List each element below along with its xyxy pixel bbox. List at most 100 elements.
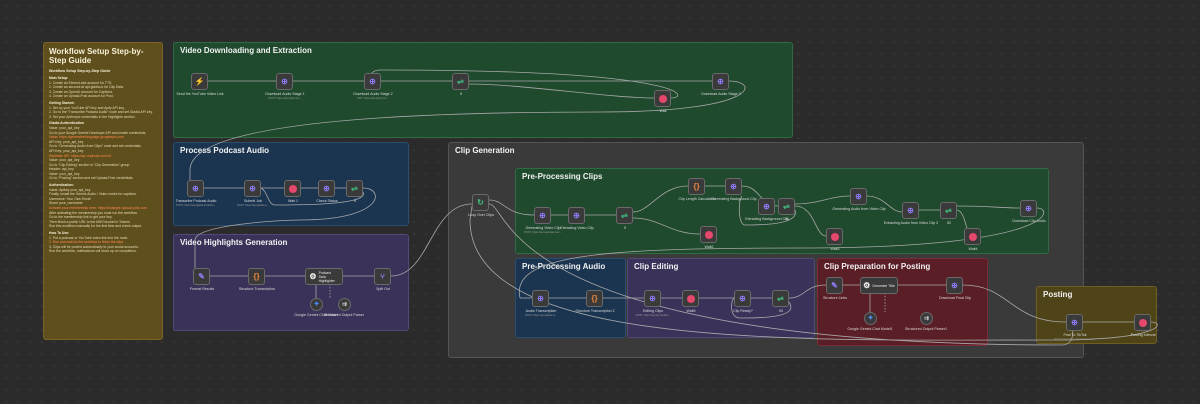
node-split-out[interactable]: ⑂ [374,268,391,285]
node-label: Send the YouTube Video Link [176,92,224,96]
node-if-3[interactable]: ⇌ [616,207,633,224]
if-branch-icon: ⇌ [945,205,952,215]
node-loop-clips[interactable]: ↻ [472,194,489,211]
node-label: Check Status [316,199,338,203]
node-ext-bg-clip[interactable]: ⊕ [758,198,775,215]
node-if-1[interactable]: ⇌ [452,73,469,90]
globe-icon: ⊕ [1071,317,1078,327]
node-download-audio-3[interactable]: ⊕ [712,73,729,90]
if-branch-icon: ⇌ [457,76,464,86]
node-download-final[interactable]: ⊕ [946,277,963,294]
setup-guide-note[interactable]: Workflow Setup Step-by-Step Guide Workfl… [43,42,163,340]
node-label: Extracting Background Clip [745,217,789,221]
node-label: If3 [779,309,783,313]
node-subtitle: POST: https://api.apify.com... [268,97,302,100]
node-label: Clip Length Calculation [678,197,716,201]
node-subtitle: GET: https://api.apify.com... [357,97,389,100]
split-icon: ⑂ [380,271,385,281]
node-if-2[interactable]: ⇌ [346,180,363,197]
node-download-audio-1[interactable]: ⊕ [276,73,293,90]
pause-icon [686,294,695,303]
pencil-icon: ✎ [831,280,838,290]
node-gen-audio-clip[interactable]: ⊕ [850,188,867,205]
node-subtitle: POST: https://api.replicate.com... [524,231,562,234]
node-podcast-agent[interactable]: ⚙ Podcast Data Highlighter [305,268,343,285]
code-braces-icon: {} [253,271,260,281]
setup-guide-line: Value: https://generativelanguage.google… [49,135,124,140]
setup-guide-line: Share your_username [49,201,83,206]
group-video-downloading[interactable]: Video Downloading and Extraction [173,42,793,138]
node-label: Loop Over Clips [468,213,494,217]
node-label: Transcribe Podcast Audio [175,199,217,203]
setup-guide-line: Run this workflow manually for the first… [49,224,143,229]
node-subtitle: POST: https://api.upload-post.com... [1054,338,1096,341]
node-gemini-2[interactable]: ✦ [864,312,877,325]
node-clip-length[interactable]: {} [688,178,705,195]
node-label: If [624,226,626,230]
code-braces-icon: {} [591,293,598,303]
node-wait-3[interactable] [700,226,717,243]
setup-guide-line: 2. Create an account at api.gladia.io fo… [49,85,125,90]
node-structure-transcription[interactable]: {} [248,268,265,285]
pause-icon [704,230,713,239]
node-send-link[interactable]: ⚡ [191,73,208,90]
setup-guide-line: Value: your_api_key [49,125,80,130]
node-gen-video-clip[interactable]: ⊕ [534,207,551,224]
node-label: Download Audio Stage 1 [265,92,305,96]
node-wait-1[interactable] [654,90,671,107]
node-structure-transcription-2[interactable]: {} [586,290,603,307]
gemini-icon: ✦ [313,300,320,308]
code-braces-icon: {} [693,181,700,191]
globe-icon: ⊕ [369,76,376,86]
pause-icon [288,184,297,193]
node-download-audio-2[interactable]: ⊕ [364,73,381,90]
node-wait-6[interactable] [682,290,699,307]
node-parser-1[interactable]: ⇉ [338,298,351,311]
node-editing-clips[interactable]: ⊕ [644,290,661,307]
globe-icon: ⊕ [739,293,746,303]
group-clip-preparation[interactable]: Clip Preparation for Posting [817,258,988,346]
group-title: Clip Generation [455,146,515,155]
setup-guide-line: How To Use: [49,231,70,235]
node-posting-interval[interactable] [1134,314,1151,331]
node-label: Podcast Data Highlighter [318,270,335,283]
globe-icon: ⊕ [1025,203,1032,213]
node-download-clip-audio[interactable]: ⊕ [1020,200,1037,217]
setup-guide-line: Main Setup: [49,76,69,80]
setup-guide-line: Go to “Clip Editing” section in “Clip Ge… [49,162,131,167]
node-check-status[interactable]: ⊕ [318,180,335,197]
node-label: Generating Audio from Video Clip [832,207,886,211]
if-branch-icon: ⇌ [777,293,784,303]
node-label: Wait 1 [287,199,299,203]
node-wait-2[interactable] [284,180,301,197]
node-if-6[interactable]: ⇌ [772,290,789,307]
node-label: Structured Output Parser [324,313,364,317]
node-audio-transcription[interactable]: ⊕ [532,290,549,307]
globe-icon: ⊕ [323,183,330,193]
globe-icon: ⊕ [763,201,770,211]
node-submit-job[interactable]: ⊕ [244,180,261,197]
node-if-4[interactable]: ⇌ [778,198,795,215]
node-transcribe-audio[interactable]: ⊕ [187,180,204,197]
node-generate-title[interactable]: ⚙ Generate Title [860,277,898,294]
node-wait-5[interactable] [964,228,981,245]
node-parser-2[interactable]: ⇉ [920,312,933,325]
node-label: Audio Transcription [525,309,557,313]
robot-icon: ⚙ [309,271,317,281]
node-format-results[interactable]: ✎ [193,268,210,285]
node-extract-video-clip[interactable]: ⊕ [568,207,585,224]
pause-icon [658,94,667,103]
node-post-tiktok[interactable]: ⊕ [1066,314,1083,331]
setup-guide-line: 4. Create an Upload-Post account for Pos… [49,94,114,99]
globe-icon: ⊕ [907,205,914,215]
setup-guide-line: Getting Started: [49,100,75,105]
node-label: Wait [659,109,667,113]
node-ext-audio-clip[interactable]: ⊕ [902,202,919,219]
node-gemini-1[interactable]: ✦ [310,298,323,311]
node-structure-links[interactable]: ✎ [826,277,843,294]
node-gen-bg-video[interactable]: ⊕ [725,178,742,195]
node-label: Google Gemini Chat Model1 [847,327,893,331]
node-if-5[interactable]: ⇌ [940,202,957,219]
node-clip-ready[interactable]: ⊕ [734,290,751,307]
node-wait-4[interactable] [826,228,843,245]
